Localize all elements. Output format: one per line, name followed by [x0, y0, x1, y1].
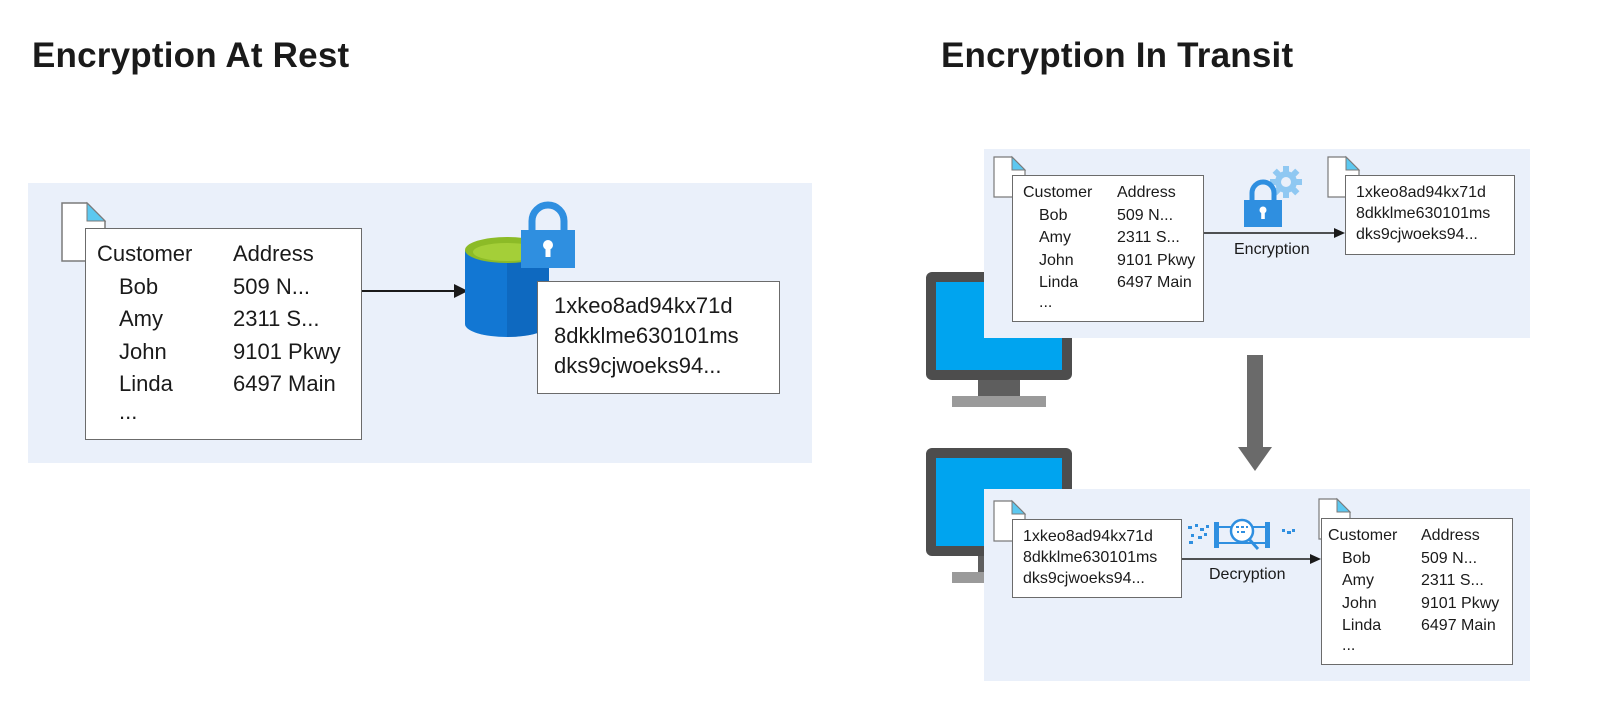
table-row: John 9101 Pkwy: [1023, 250, 1203, 273]
gear-icon: [1270, 166, 1302, 198]
cell-name: John: [1342, 594, 1377, 612]
cell-name: Bob: [119, 273, 159, 299]
cell-address: 2311 S...: [1117, 229, 1180, 246]
cell-address: 9101 Pkwy: [233, 338, 341, 364]
plaintext-table: Customer Address Bob 509 N... Amy 2311 S…: [1321, 518, 1513, 665]
arrow-down: [1238, 355, 1272, 471]
table-row: Amy 2311 S...: [1023, 227, 1203, 250]
plaintext-table: Customer Address Bob 509 N... Amy 2311 S…: [85, 228, 362, 440]
cipher-line: dks9cjwoeks94...: [1023, 570, 1145, 587]
table-row: John 9101 Pkwy: [1328, 593, 1512, 616]
encryption-label: Encryption: [1234, 241, 1310, 258]
table-row: Linda 6497 Main: [97, 368, 361, 401]
table-ellipsis-row: ...: [1023, 293, 1203, 311]
cipher-line: 8dkklme630101ms: [1356, 205, 1491, 222]
cell-address: 2311 S...: [1421, 572, 1484, 589]
table-header-row: Customer Address: [1023, 182, 1203, 205]
cell-name: Amy: [1039, 229, 1071, 246]
cell-address: 6497 Main: [233, 371, 336, 396]
cell-address: 6497 Main: [1421, 617, 1496, 634]
table-row: Linda 6497 Main: [1328, 615, 1512, 638]
header-address: Address: [1117, 184, 1176, 201]
cell-name: Amy: [119, 306, 163, 331]
cell-name: Linda: [1342, 617, 1382, 634]
table-ellipsis: ...: [1342, 636, 1356, 654]
table-row: Amy 2311 S...: [1328, 570, 1512, 593]
table-row: Bob 509 N...: [97, 271, 361, 304]
arrow-right: [1204, 228, 1345, 238]
cipher-line: dks9cjwoeks94...: [554, 353, 722, 378]
decryption-label: Decryption: [1209, 566, 1286, 583]
cell-name: Amy: [1342, 572, 1374, 589]
title-encryption-at-rest: Encryption At Rest: [32, 36, 350, 75]
table-header-row: Customer Address: [97, 238, 361, 271]
table-ellipsis-row: ...: [97, 398, 361, 424]
cipher-line: 8dkklme630101ms: [554, 323, 739, 348]
cell-name: Linda: [1039, 274, 1079, 291]
cell-name: Linda: [119, 371, 173, 396]
arrow-right: [1182, 554, 1321, 564]
header-customer: Customer: [97, 241, 193, 266]
cipher-line: 1xkeo8ad94kx71d: [554, 293, 733, 318]
cipher-line: 1xkeo8ad94kx71d: [1023, 528, 1153, 545]
cipher-line: 8dkklme630101ms: [1023, 549, 1158, 566]
cell-address: 2311 S...: [233, 306, 320, 331]
header-customer: Customer: [1023, 184, 1093, 201]
cell-name: Bob: [1039, 206, 1068, 224]
table-ellipsis-row: ...: [1328, 636, 1512, 654]
cell-address: 509 N...: [1117, 206, 1174, 224]
table-header-row: Customer Address: [1328, 525, 1512, 548]
arrow-right: [362, 284, 468, 298]
table-row: John 9101 Pkwy: [97, 336, 361, 369]
table-row: Linda 6497 Main: [1023, 272, 1203, 295]
table-row: Amy 2311 S...: [97, 303, 361, 336]
cell-address: 509 N...: [233, 273, 311, 299]
cell-name: John: [1039, 251, 1074, 269]
cipher-line: dks9cjwoeks94...: [1356, 226, 1478, 243]
plaintext-table: Customer Address Bob 509 N... Amy 2311 S…: [1012, 175, 1204, 322]
lock-icon: [1244, 179, 1282, 227]
cell-address: 9101 Pkwy: [1117, 251, 1196, 269]
ciphertext-box: 1xkeo8ad94kx71d 8dkklme630101ms dks9cjwo…: [1012, 519, 1182, 598]
lock-icon: [521, 201, 575, 268]
cipher-line: 1xkeo8ad94kx71d: [1356, 184, 1486, 201]
cell-address: 9101 Pkwy: [1421, 594, 1500, 612]
decryption-icon: [1188, 518, 1295, 551]
cell-name: John: [119, 338, 167, 364]
table-ellipsis: ...: [119, 398, 138, 424]
table-row: Bob 509 N...: [1023, 205, 1203, 228]
cell-address: 509 N...: [1421, 549, 1478, 567]
table-row: Bob 509 N...: [1328, 548, 1512, 571]
ciphertext-box: 1xkeo8ad94kx71d 8dkklme630101ms dks9cjwo…: [1345, 175, 1515, 255]
cell-address: 6497 Main: [1117, 274, 1192, 291]
ciphertext-box: 1xkeo8ad94kx71d 8dkklme630101ms dks9cjwo…: [537, 281, 780, 394]
header-customer: Customer: [1328, 527, 1398, 544]
header-address: Address: [1421, 527, 1480, 544]
header-address: Address: [233, 241, 314, 266]
cell-name: Bob: [1342, 549, 1371, 567]
title-encryption-in-transit: Encryption In Transit: [941, 36, 1294, 75]
table-ellipsis: ...: [1039, 293, 1053, 311]
